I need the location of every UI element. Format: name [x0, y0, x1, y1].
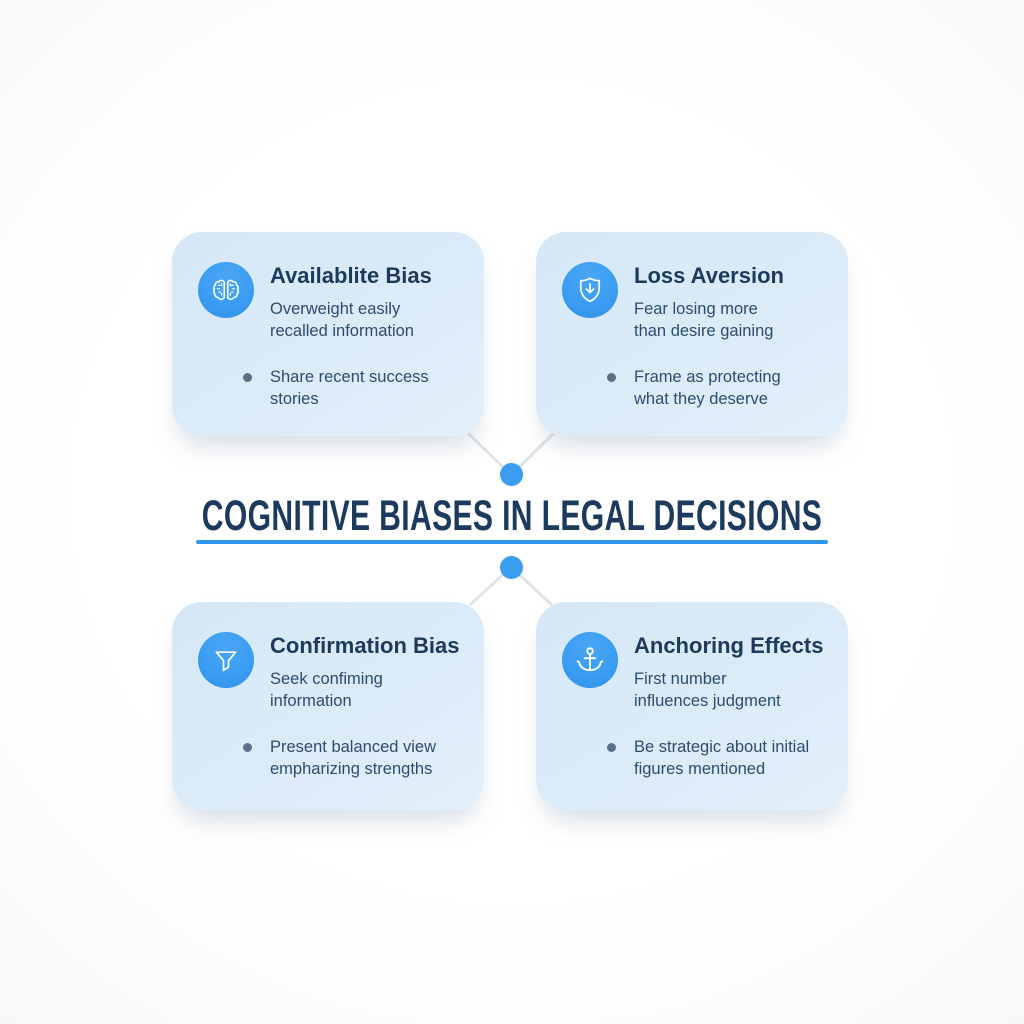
card-loss-aversion: Loss Aversion Fear losing more than desi…: [536, 232, 848, 436]
card-title: Availablite Bias: [270, 263, 432, 288]
bullet-dot-icon: [243, 373, 252, 383]
main-title: COGNITIVE BIASES IN LEGAL DECISIONS: [201, 492, 823, 540]
bullet-dot-icon: [607, 743, 616, 753]
card-description: Fear losing more than desire gaining: [634, 300, 774, 340]
card-availability-bias: Availablite Bias Overweight easily recal…: [172, 232, 484, 436]
card-title: Anchoring Effects: [634, 633, 824, 658]
bullet-text: Frame as protecting what they deserve: [634, 368, 781, 408]
card-title: Confirmation Bias: [270, 633, 460, 658]
connector-dot-top: [500, 463, 523, 486]
bullet-text: Be strategic about initial figures menti…: [634, 738, 810, 778]
card-description: Seek confiming information: [270, 670, 383, 710]
shield-down-arrow-icon: [562, 262, 618, 318]
card-bullet-item: Frame as protecting what they deserve: [607, 367, 838, 410]
card-description: Overweight easily recalled information: [270, 300, 414, 340]
funnel-icon: [198, 632, 254, 688]
bullet-dot-icon: [607, 373, 616, 383]
card-description: First number influences judgment: [634, 670, 781, 710]
card-anchoring-effects: Anchoring Effects First number influence…: [536, 602, 848, 810]
brain-icon: [198, 262, 254, 318]
bullet-dot-icon: [243, 743, 252, 753]
bullet-text: Share recent success stories: [270, 368, 429, 408]
card-bullet-item: Present balanced view empharizing streng…: [243, 737, 474, 780]
connector-dot-bottom: [500, 556, 523, 579]
anchor-icon: [562, 632, 618, 688]
card-bullet-item: Be strategic about initial figures menti…: [607, 737, 838, 780]
card-bullet-item: Share recent success stories: [243, 367, 474, 410]
bullet-text: Present balanced view empharizing streng…: [270, 738, 437, 778]
card-title: Loss Aversion: [634, 263, 784, 288]
card-confirmation-bias: Confirmation Bias Seek confiming informa…: [172, 602, 484, 810]
title-underline: [196, 540, 828, 544]
